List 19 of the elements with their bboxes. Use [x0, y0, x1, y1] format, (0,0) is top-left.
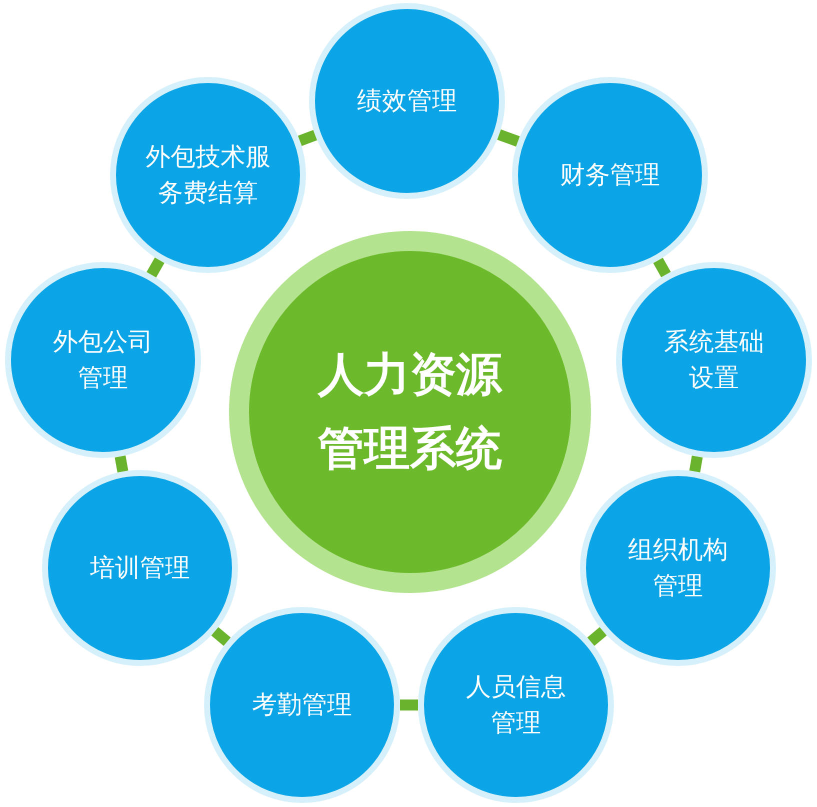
module-label: 组织机构管理	[627, 534, 729, 602]
module-label: 外包公司管理	[52, 326, 154, 394]
connector-bar	[689, 456, 703, 472]
connector-bar	[653, 258, 671, 278]
module-label: 绩效管理	[356, 84, 458, 117]
module-label: 培训管理	[89, 552, 191, 584]
connector-bar	[497, 129, 520, 147]
connector-bar	[114, 456, 128, 472]
connector-bar	[298, 130, 318, 146]
module-label: 人员信息管理	[465, 670, 567, 739]
connector-bar	[211, 627, 231, 646]
module-label: 财务管理	[559, 158, 661, 191]
module-label: 系统基础设置	[663, 326, 765, 394]
connector-bar	[587, 627, 607, 646]
connector-bar	[400, 700, 418, 710]
module-label: 考勤管理	[251, 688, 353, 721]
system-title: 人力资源管理系统	[316, 346, 504, 477]
connector-bar	[146, 258, 164, 278]
module-label: 外包技术服务费结算	[144, 140, 272, 209]
